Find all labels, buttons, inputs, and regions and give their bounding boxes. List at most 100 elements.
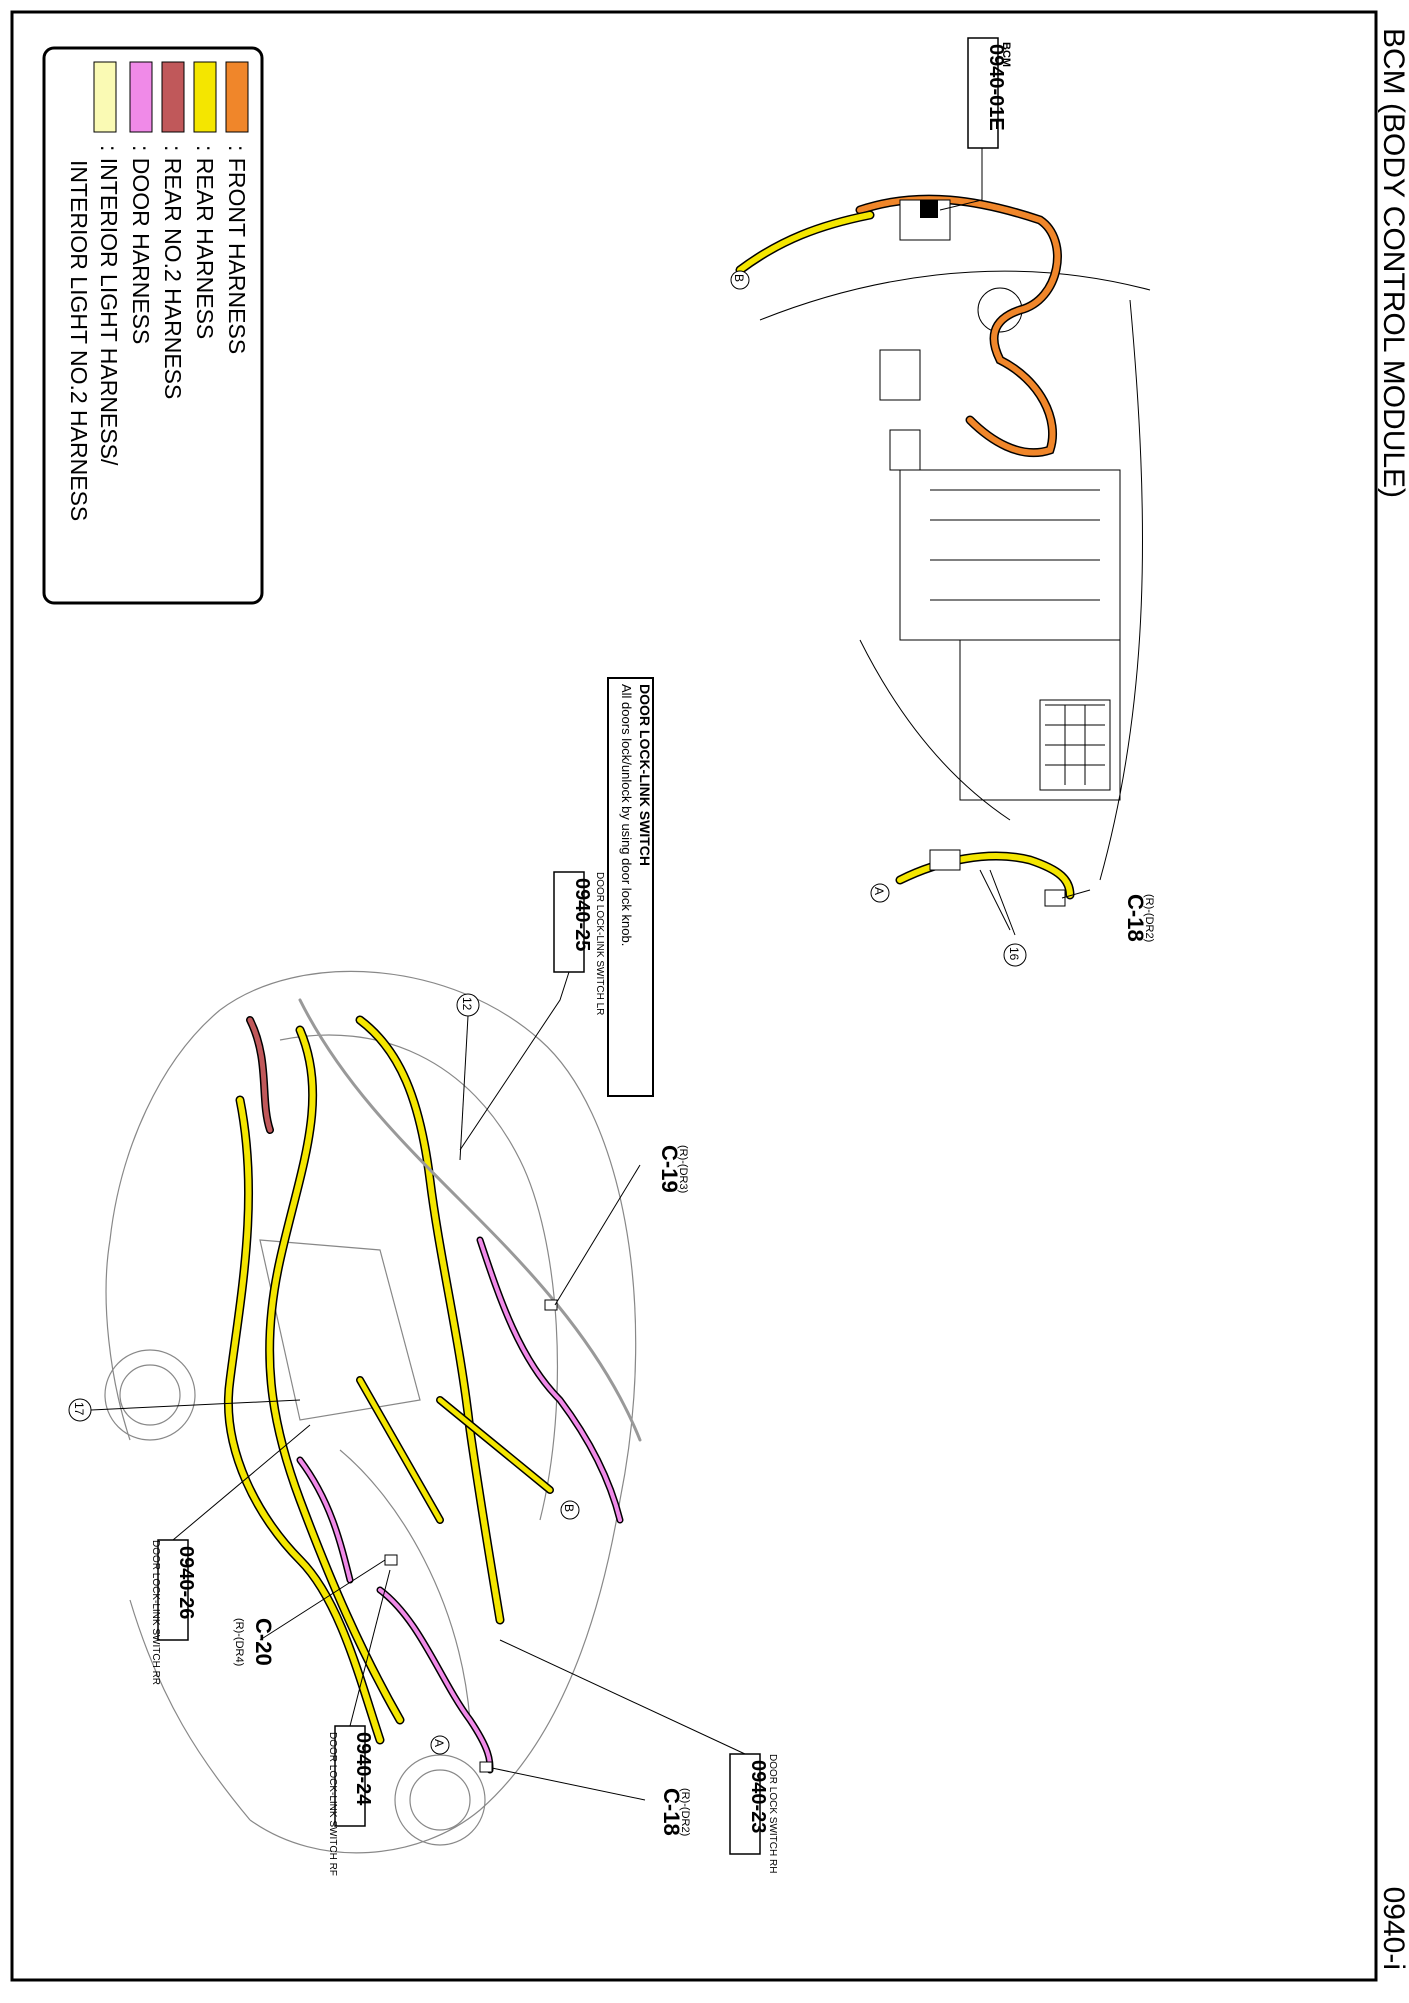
marker-17-leader	[90, 1399, 301, 1411]
duct-block	[899, 469, 1121, 641]
rear-wheel	[104, 1349, 196, 1441]
front-harness-outline	[855, 194, 1062, 458]
bcm-leader	[939, 148, 983, 211]
pedal-2	[889, 429, 921, 471]
filter-grid	[1039, 699, 1111, 791]
rear-no2-harness	[247, 1017, 273, 1133]
info-title: DOOR LOCK-LINK SWITCH	[637, 684, 653, 866]
c18-upper-leader	[1061, 889, 1091, 899]
rf-ref: 0940-24	[352, 1732, 374, 1806]
dashboard-outline	[759, 270, 1151, 321]
legend-label-rear: : REAR HARNESS	[192, 145, 218, 339]
page-code: 0940-i	[1377, 1887, 1409, 1970]
page-title: BCM (BODY CONTROL MODULE)	[1377, 28, 1409, 498]
dashboard-view	[759, 270, 1151, 881]
c18-connector	[1044, 889, 1066, 907]
body-outline-front	[129, 1599, 251, 1821]
front-harness	[857, 196, 1061, 456]
door-harness-rr-outline	[476, 1236, 624, 1524]
connector-block	[929, 849, 961, 871]
legend-label-rear-no2: : REAR NO.2 HARNESS	[160, 145, 186, 399]
marker-a-lower-text: A	[432, 1739, 446, 1747]
c19-code: C-19	[657, 1145, 682, 1193]
rear-harness-side	[266, 1027, 403, 1723]
rear-harness-main	[357, 1017, 503, 1623]
legend-swatch-interior	[93, 61, 117, 133]
marker-a-upper	[870, 883, 890, 903]
c18-upper-sub: (R)-(DR2)	[1143, 894, 1155, 942]
body-outline-top	[219, 970, 637, 1854]
rear-harness-cross	[357, 1377, 553, 1523]
marker-a-lower	[430, 1735, 450, 1755]
legend-label-interior-no2: INTERIOR LIGHT NO.2 HARNESS	[66, 160, 92, 521]
wire-16	[979, 869, 1016, 936]
legend-frame	[42, 46, 264, 605]
pedal	[879, 349, 921, 401]
door-seam	[339, 1449, 471, 1721]
c20-sub: (R)-(DR4)	[233, 1618, 245, 1666]
door-harness-rf	[378, 1588, 492, 1772]
door-lock-info-box: DOOR LOCK-LINK SWITCH All doors lock/unl…	[607, 677, 654, 1097]
bcm-label: BCM	[1000, 42, 1012, 67]
marker-b-upper-text: B	[732, 274, 746, 282]
vehicle-body	[104, 970, 637, 1854]
legend-swatch-rear-no2	[161, 61, 185, 133]
heater-unit	[959, 639, 1121, 801]
console-curve	[859, 639, 1011, 821]
marker-16	[1003, 943, 1027, 967]
marker-12-leader	[459, 1015, 469, 1161]
window	[259, 1239, 421, 1421]
c20-connector	[384, 1554, 398, 1566]
bcm-ref: 0940-01E	[985, 44, 1007, 131]
c19-leader	[554, 1164, 641, 1306]
bcm-connector	[920, 200, 938, 218]
marker-b-lower-text: B	[562, 1504, 576, 1512]
marker-17-text: 17	[72, 1402, 86, 1416]
lr-leader	[459, 971, 570, 1151]
bcm-ref-box	[967, 37, 999, 149]
c18-lower-sub: (R)-(DR2)	[679, 1788, 691, 1836]
marker-16-text: 16	[1007, 947, 1021, 961]
legend-label-front: : FRONT HARNESS	[224, 145, 250, 354]
rh-ref: 0940-23	[747, 1760, 769, 1833]
legend-label-door: : DOOR HARNESS	[128, 145, 154, 344]
marker-12-text: 12	[460, 997, 474, 1011]
legend-label-interior: : INTERIOR LIGHT HARNESS/	[96, 145, 122, 466]
rear-harness-lower-outline	[895, 851, 1075, 900]
lr-ref: 0940-25	[571, 878, 593, 951]
front-wheel-inner	[409, 1769, 471, 1831]
c19-connector	[544, 1299, 558, 1311]
page-border	[10, 10, 1378, 1982]
c19-sub: (R)-(DR3)	[677, 1145, 689, 1193]
marker-b-lower	[560, 1500, 580, 1520]
filter-grid-lines	[1045, 704, 1105, 785]
rr-leader	[172, 1424, 311, 1541]
c18-lower-leader	[491, 1767, 646, 1801]
rear-harness-cross-outline	[356, 1376, 554, 1524]
rf-ref-box	[334, 1725, 366, 1827]
dashboard-edge	[1099, 299, 1143, 881]
c18-lower-connector	[479, 1761, 493, 1773]
lr-ref-box	[553, 871, 585, 973]
marker-a-upper-text: A	[872, 887, 886, 895]
c20-leader	[259, 1559, 386, 1641]
front-wheel	[394, 1754, 486, 1846]
legend-swatch-front	[225, 61, 249, 133]
rear-wheel-inner	[119, 1364, 181, 1426]
rf-switch-label: DOOR LOCK-LINK SWITCH RF	[327, 1732, 338, 1876]
interior-light-harness	[298, 998, 642, 1442]
lr-switch-label: DOOR LOCK-LINK SWITCH LR	[594, 872, 605, 1015]
rh-ref-box	[729, 1753, 761, 1855]
info-line1: All doors lock/unlock by using door lock…	[619, 684, 634, 946]
legend-swatch-door	[129, 61, 153, 133]
info-frame	[607, 677, 654, 1097]
door-harness-rr2	[298, 1458, 352, 1582]
marker-b-upper	[730, 270, 750, 290]
rr-ref: 0940-26	[175, 1546, 197, 1619]
rear-harness-upper-outline	[735, 210, 875, 275]
rear-harness-upper	[737, 212, 873, 273]
rh-switch-label: DOOR LOCK SWITCH RH	[767, 1754, 778, 1873]
rf-leader	[349, 1569, 391, 1727]
